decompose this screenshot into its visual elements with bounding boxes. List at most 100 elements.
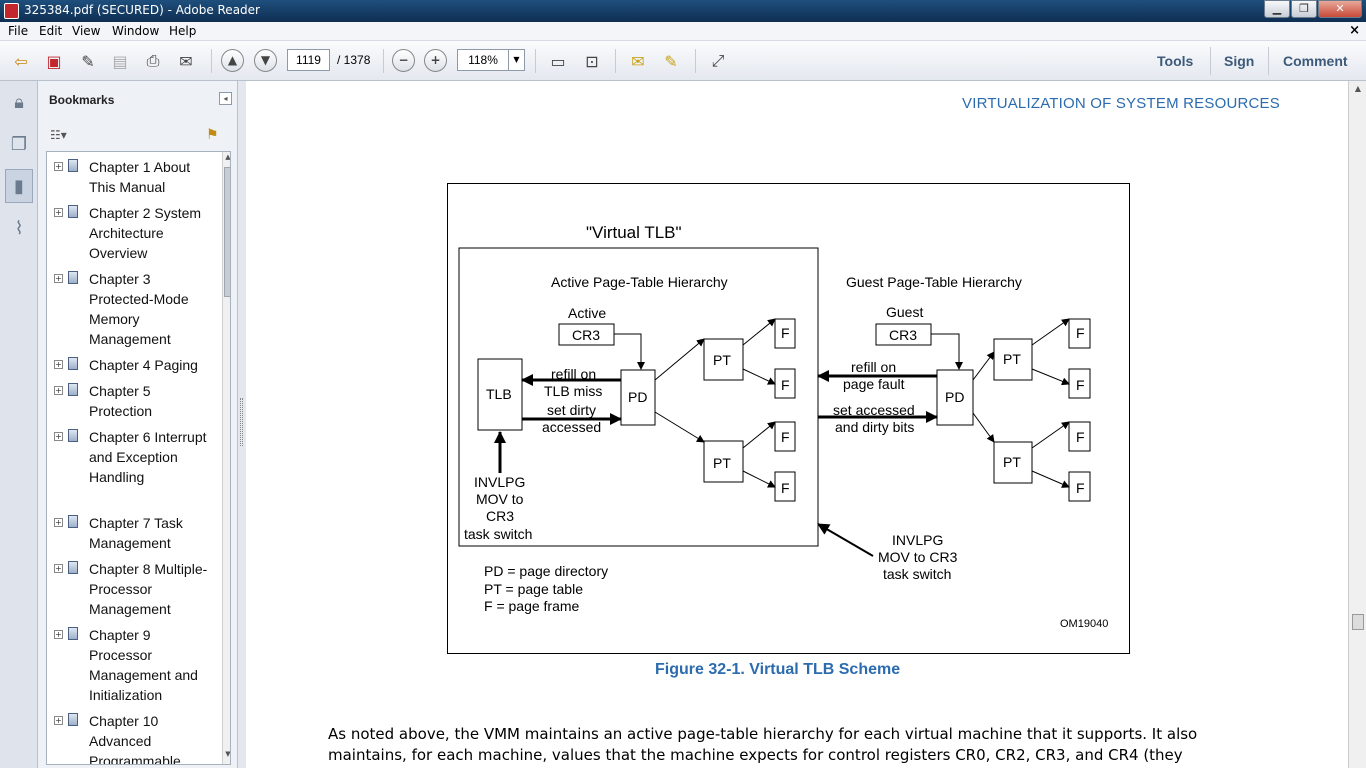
legend-pt: PT = page table (484, 581, 583, 597)
restore-button[interactable]: ❐ (1291, 0, 1317, 18)
splitter-grip[interactable] (240, 398, 243, 446)
expand-icon[interactable]: + (54, 630, 63, 639)
active-pt-label: PT (713, 352, 731, 368)
tools-button[interactable]: Tools (1157, 53, 1194, 69)
figure-caption: Figure 32-1. Virtual TLB Scheme (655, 661, 901, 678)
bookmark-label[interactable]: Chapter 7 Task Management (89, 515, 183, 551)
menu-edit[interactable]: Edit (39, 24, 63, 38)
guest-f-label: F (1076, 377, 1085, 393)
previous-page-button[interactable]: ▲ (221, 49, 244, 72)
expand-icon[interactable]: + (54, 432, 63, 441)
page-number-input[interactable] (287, 49, 330, 71)
window-controls: ▁ ❐ ✕ (1263, 0, 1362, 19)
options-icon[interactable]: ☷▾ (50, 128, 67, 142)
bookmark-label[interactable]: Chapter 3 Protected-Mode Memory Manageme… (89, 271, 189, 347)
active-label: Active (568, 305, 606, 321)
fit-page-icon[interactable]: ▭ (550, 51, 566, 71)
pages-icon[interactable]: ❐ (10, 133, 28, 155)
expand-icon[interactable]: + (54, 208, 63, 217)
scroll-up-icon[interactable]: ▲ (1354, 84, 1362, 93)
active-f-label: F (781, 325, 790, 341)
bookmark-label[interactable]: Chapter 8 Multiple-Processor Management (89, 561, 208, 617)
guest-pt-box-2 (993, 441, 1033, 484)
guest-f-box (1068, 318, 1091, 349)
scrollbar-thumb[interactable] (1352, 614, 1364, 630)
toolbar-divider (615, 49, 616, 73)
edit-icon[interactable]: ✎ (81, 51, 95, 71)
menu-help[interactable]: Help (169, 24, 197, 38)
expand-icon[interactable]: + (54, 716, 63, 725)
legend-pd: PD = page directory (484, 563, 608, 579)
menu-window[interactable]: Window (112, 24, 160, 38)
scroll-up-icon[interactable]: ▲ (225, 153, 231, 161)
figure-32-1: "Virtual TLB" Active Page-Table Hierarch… (447, 183, 1130, 654)
full-screen-icon[interactable]: ⤢ (711, 51, 725, 70)
sign-button[interactable]: Sign (1224, 53, 1255, 69)
highlight-icon[interactable]: ✎ (664, 51, 678, 71)
menu-view[interactable]: View (72, 24, 101, 38)
toolbar-divider (535, 49, 536, 73)
guest-pd-box (936, 369, 974, 426)
guest-f-label: F (1076, 480, 1085, 496)
guest-label: Guest (886, 304, 923, 320)
pt-to-f-arrow (742, 470, 776, 488)
zoom-select[interactable]: ▼ (457, 49, 525, 71)
cr3-label: CR3 (486, 508, 514, 524)
window-title: 325384.pdf (SECURED) - Adobe Reader (24, 3, 260, 17)
bookmark-label[interactable]: Chapter 10 Advanced Programmable (89, 713, 181, 765)
bookmark-label[interactable]: Chapter 9 Processor Management and Initi… (89, 627, 198, 703)
guest-task-switch-label: task switch (883, 566, 951, 582)
dirty-bits-label: and dirty bits (835, 419, 914, 435)
scroll-down-icon[interactable]: ▼ (225, 750, 231, 758)
zoom-input[interactable] (458, 50, 508, 70)
bookmark-label[interactable]: Chapter 1 About This Manual (89, 159, 191, 195)
print-icon[interactable]: ⎙ (146, 51, 160, 70)
refill-on-label: refill on (551, 366, 596, 382)
zoom-in-button[interactable]: + (424, 49, 447, 72)
active-pd-label: PD (628, 389, 647, 405)
toolbar: ⇦ ▣ ✎ ▤ ⎙ ✉ ▲ ▼ − + ▭ ⊡ ✉ ✎ ⤢ (0, 41, 1366, 81)
active-cr3-arrow (614, 333, 645, 370)
save-icon[interactable]: ▤ (112, 51, 128, 71)
sticky-note-icon[interactable]: ✉ (631, 51, 645, 71)
attachments-icon[interactable]: ⌇ (14, 217, 24, 239)
bookmark-label[interactable]: Chapter 2 System Architecture Overview (89, 205, 202, 261)
email-icon[interactable]: ✉ (179, 51, 193, 71)
guest-hierarchy-label: Guest Page-Table Hierarchy (846, 274, 1022, 290)
expand-icon[interactable]: + (54, 162, 63, 171)
zoom-out-button[interactable]: − (392, 49, 415, 72)
menu-file[interactable]: File (8, 24, 29, 38)
collapse-panel-button[interactable]: ◂ (219, 92, 232, 105)
open-icon[interactable]: ⇦ (14, 51, 28, 71)
virtual-tlb-box (458, 247, 819, 547)
fit-width-icon[interactable]: ⊡ (585, 51, 599, 71)
bookmarks-scrollbar[interactable]: ▲ ▼ (222, 152, 231, 764)
create-pdf-icon[interactable]: ▣ (46, 51, 62, 71)
expand-icon[interactable]: + (54, 274, 63, 283)
document-scrollbar[interactable]: ▲ (1348, 81, 1366, 768)
panel-splitter[interactable] (238, 81, 246, 768)
comment-button[interactable]: Comment (1283, 53, 1348, 69)
lock-icon[interactable]: 🔒︎ (14, 91, 24, 113)
expand-icon[interactable]: + (54, 386, 63, 395)
bookmark-icon (68, 357, 78, 370)
guest-pt-label: PT (1003, 351, 1021, 367)
next-page-button[interactable]: ▼ (254, 49, 277, 72)
running-header: VIRTUALIZATION OF SYSTEM RESOURCES (962, 95, 1280, 112)
expand-icon[interactable]: + (54, 360, 63, 369)
guest-pt-to-f-arrow (1031, 470, 1070, 488)
expand-icon[interactable]: + (54, 518, 63, 527)
expand-icon[interactable]: + (54, 564, 63, 573)
close-button[interactable]: ✕ (1318, 0, 1362, 18)
expand-bookmark-icon[interactable]: ⚑ (206, 127, 219, 143)
bookmark-icon[interactable]: ▮ (5, 169, 33, 203)
minimize-button[interactable]: ▁ (1264, 0, 1290, 18)
chevron-down-icon[interactable]: ▼ (508, 50, 524, 70)
bookmark-label[interactable]: Chapter 5 Protection (89, 383, 153, 419)
body-line: As noted above, the VMM maintains an act… (328, 725, 1198, 743)
bookmark-label[interactable]: Chapter 4 Paging (89, 357, 198, 373)
bookmark-label[interactable]: Chapter 6 Interrupt and Exception Handli… (89, 429, 207, 485)
scrollbar-thumb[interactable] (224, 167, 230, 297)
active-pd-box (620, 369, 656, 426)
document-close-icon[interactable]: × (1349, 23, 1360, 38)
